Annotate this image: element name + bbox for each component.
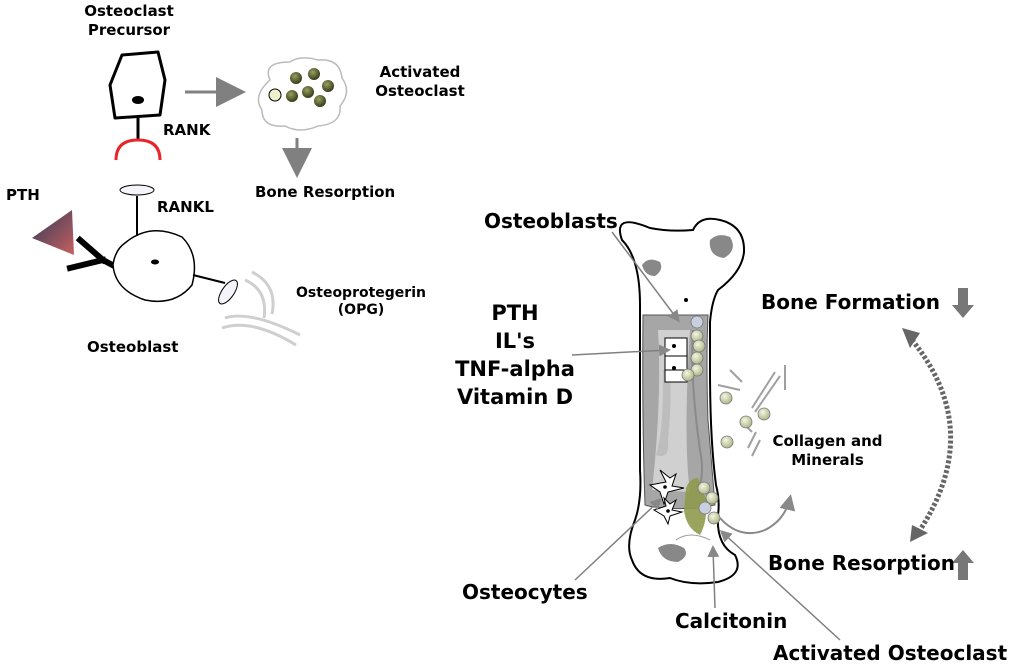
activated-osteoclast-bottom-label: Activated Osteoclast <box>773 641 1008 665</box>
collagen-minerals-label: Collagen and Minerals <box>772 432 883 469</box>
opg-label: Osteoprotegerin (OPG) <box>296 285 426 318</box>
pth-triangle-icon <box>32 210 74 255</box>
calcitonin-label: Calcitonin <box>675 609 788 633</box>
osteoblasts-label: Osteoblasts <box>484 209 618 233</box>
osteoblast-cell <box>112 184 238 305</box>
osteocytes-label: Osteocytes <box>462 580 588 604</box>
opg-molecule <box>221 270 301 347</box>
up-arrow-icon <box>952 550 974 580</box>
factor-tnf-alpha: TNF-alpha <box>455 357 575 381</box>
activated-osteoclast-cell <box>257 57 348 131</box>
osteoblast-label: Osteoblast <box>87 338 179 356</box>
rankl-label: RANKL <box>157 198 214 216</box>
rank-label: RANK <box>163 121 211 139</box>
osteoclast-precursor-cell <box>108 50 167 161</box>
pth-label-small: PTH <box>6 186 40 204</box>
factor-vitamin-d: Vitamin D <box>456 385 574 409</box>
activated-osteoclast-top-label: Activated Osteoclast <box>375 63 465 100</box>
regulating-factors-list: PTH IL's TNF-alpha Vitamin D <box>440 299 590 411</box>
pth-receptor <box>66 235 123 273</box>
collagen-and-minerals <box>717 365 786 457</box>
long-bone <box>619 217 746 585</box>
factor-pth: PTH <box>491 301 539 325</box>
factor-ils: IL's <box>494 329 536 353</box>
down-arrow-icon <box>952 288 974 318</box>
pointer-lines <box>571 231 841 641</box>
bone-resorption-top-label: Bone Resorption <box>255 183 396 201</box>
bone-formation-label: Bone Formation <box>761 290 940 314</box>
resorption-release-arrow <box>719 494 796 534</box>
bone-resorption-right-label: Bone Resorption <box>768 551 955 575</box>
osteoclast-precursor-label: Osteoclast Precursor <box>84 2 174 39</box>
double-headed-dashed-arrow-icon <box>902 328 954 542</box>
